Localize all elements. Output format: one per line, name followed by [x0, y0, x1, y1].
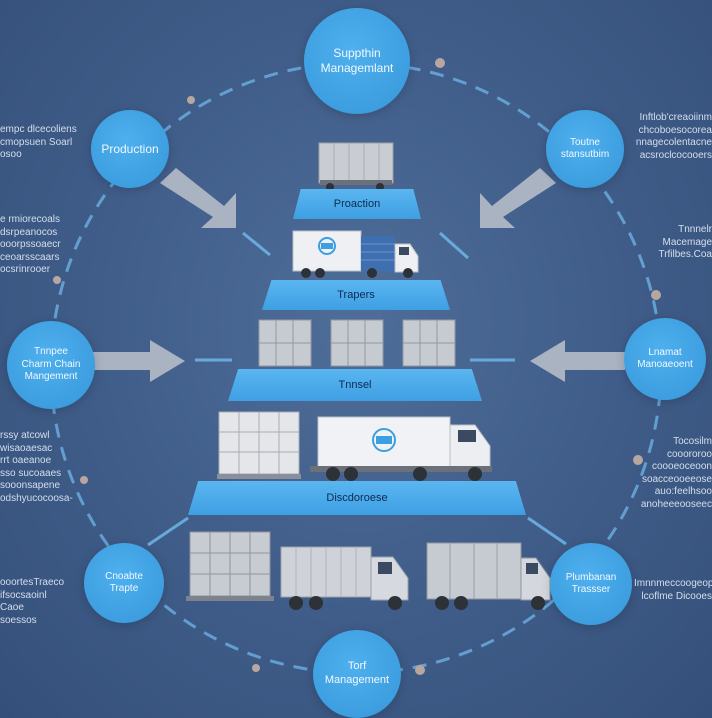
node-label: Production	[101, 141, 159, 156]
tier-tnnsel: Tnnsel	[228, 369, 482, 401]
box-truck-icon	[426, 542, 551, 610]
arrow-icon	[480, 168, 556, 228]
node-transfer: Plumbanan Trassser	[550, 543, 632, 625]
side-text-left-3: rssy atcowl wisaoaesac rrt oaeanoe sso s…	[0, 430, 73, 504]
node-label: Cnoabte Trapte	[105, 570, 143, 595]
pallet-icon	[217, 411, 301, 479]
arrows	[90, 168, 625, 382]
node-label: Suppthin Managemlant	[320, 46, 394, 75]
box-truck-icon	[318, 142, 394, 191]
side-text-left-4: ooortesTraeco ifsocsaoinl Caoe soessos	[0, 577, 65, 626]
side-text-right-2: Tnnnelr Macemage Trfilbes.Coa	[658, 224, 712, 260]
node-label: Torf Management	[324, 660, 390, 686]
pallet-icon	[330, 319, 384, 367]
node-transport-distribution: Toutne stansutbim	[546, 110, 624, 188]
arrow-icon	[530, 340, 625, 382]
node-supply-chain-management: Suppthin Managemlant	[304, 8, 410, 114]
side-text-right-3: Tocosilm cooororoo coooeoceoon soacceooe…	[640, 436, 712, 510]
pallet-icon	[402, 319, 456, 367]
side-text-right-4: Imnnmeccoogeopr lcoflme Dicooes	[634, 578, 712, 602]
node-label: Plumbanan Trassser	[565, 571, 617, 596]
ring-dots	[53, 58, 661, 675]
spokes	[147, 231, 567, 547]
pallet-icon	[186, 531, 274, 601]
node-management-right: Lnamat Manoaeoent	[624, 318, 706, 400]
box-truck-icon	[280, 546, 409, 610]
semi-truck-icon	[292, 230, 419, 278]
side-text-left-1: empc dlcecoliens cmopsuen Soarl osoo	[0, 124, 77, 160]
node-production: Production	[91, 110, 169, 188]
arrow-icon	[160, 168, 236, 228]
side-text-right-1: Inftlob'creaoiinm chcoboesocorea nnageco…	[635, 112, 712, 161]
node-label: Lnamat Manoaeoent	[637, 346, 693, 371]
node-label: Tnnpee Charm Chain Mangement	[21, 346, 81, 383]
pallet-icon	[258, 319, 312, 367]
semi-truck-icon	[310, 416, 492, 481]
node-chain-management: Tnnpee Charm Chain Mangement	[7, 321, 95, 409]
tier-production: Proaction	[293, 189, 421, 219]
node-trade: Cnoabte Trapte	[84, 543, 164, 623]
node-label: Toutne stansutbim	[560, 136, 610, 161]
tier-distribution: Discdoroese	[188, 481, 526, 515]
arrow-icon	[90, 340, 185, 382]
side-text-left-2: e rmiorecoals dsrpeanocos ooorpssoaecr c…	[0, 214, 61, 275]
node-management-bottom: Torf Management	[313, 630, 401, 718]
tier-trapers: Trapers	[262, 280, 450, 310]
